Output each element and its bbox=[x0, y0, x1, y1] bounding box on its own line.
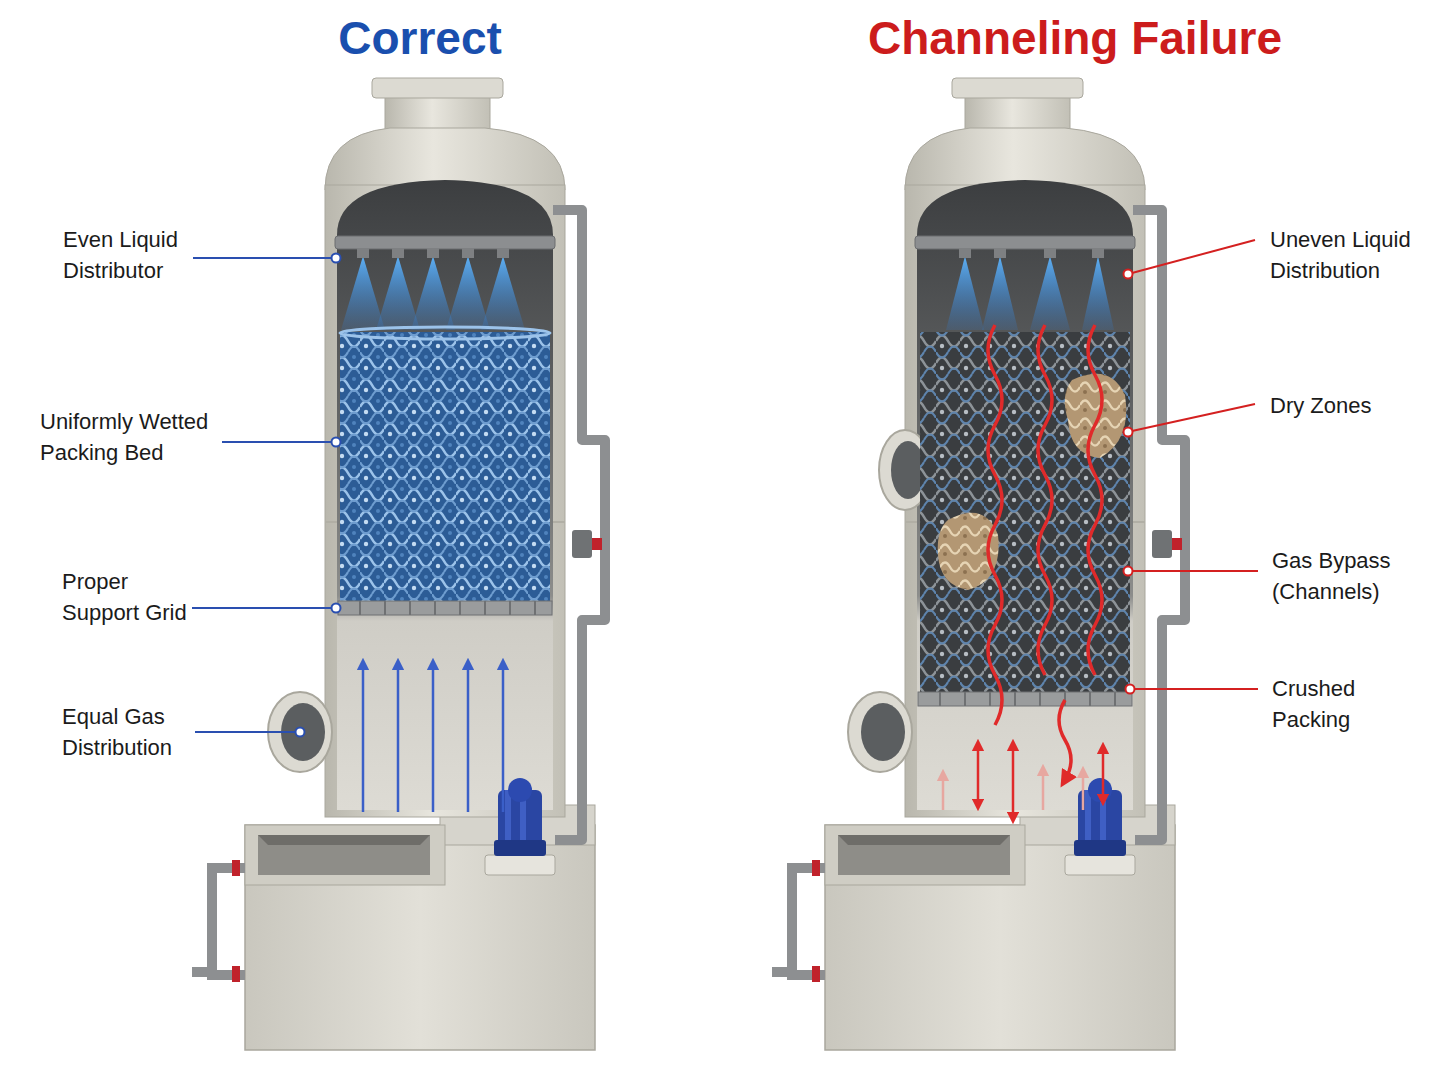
leader-lines bbox=[192, 240, 1258, 737]
callout-label: Equal Gas Distribution bbox=[62, 701, 194, 763]
callout-label: Even Liquid Distributor bbox=[63, 224, 198, 286]
callout-label: Dry Zones bbox=[1270, 390, 1430, 421]
callout-label: Proper Support Grid bbox=[62, 566, 197, 628]
panel-heading: Channeling Failure bbox=[795, 10, 1355, 66]
failure-interior bbox=[879, 248, 1132, 818]
callout-label: Crushed Packing bbox=[1272, 673, 1422, 735]
callout-label: Gas Bypass (Channels) bbox=[1272, 545, 1427, 607]
panel-heading: Correct bbox=[220, 10, 620, 66]
callout-label: Uniformly Wetted Packing Bed bbox=[40, 406, 232, 468]
callout-label: Uneven Liquid Distribution bbox=[1270, 224, 1430, 286]
correct-interior bbox=[338, 248, 552, 812]
